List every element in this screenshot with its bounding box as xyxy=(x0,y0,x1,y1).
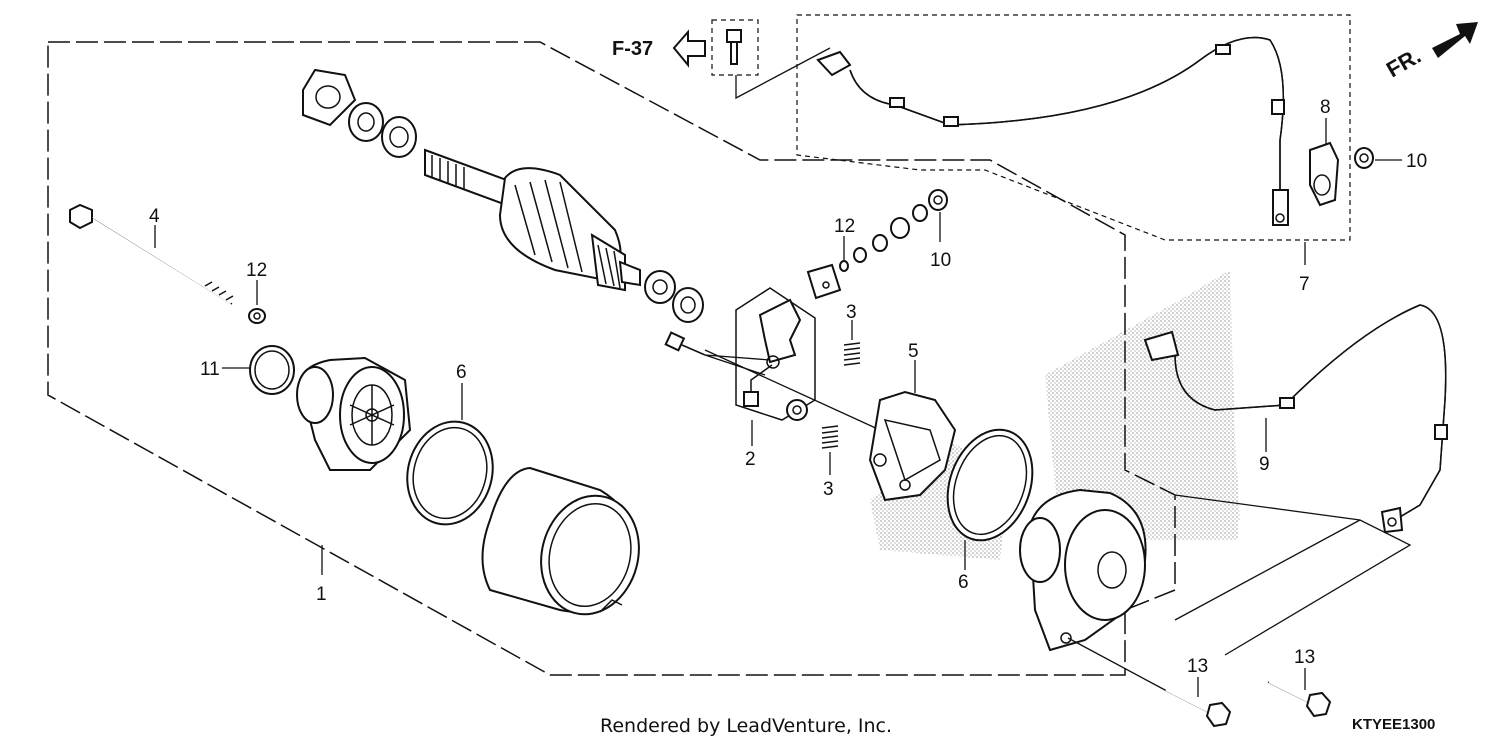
bolt-part-13-left xyxy=(1164,689,1232,728)
callout-9: 9 xyxy=(1259,454,1270,475)
front-cover xyxy=(296,356,412,471)
callout-10-upper: 10 xyxy=(930,250,951,271)
terminal-bolt xyxy=(664,331,771,376)
callout-3-lower: 3 xyxy=(823,479,834,500)
o-ring-part-6-left xyxy=(406,420,494,526)
terminal-plate xyxy=(806,263,842,300)
callout-12-right: 12 xyxy=(834,216,855,237)
washer-terminal xyxy=(786,399,808,421)
callout-6-right: 6 xyxy=(958,572,969,593)
watermark-shadow-3 xyxy=(1100,360,1240,530)
callout-13-left: 13 xyxy=(1187,656,1208,677)
cable-9-outline-dashed xyxy=(1174,494,1412,656)
reference-leader xyxy=(735,47,831,100)
callout-6-left: 6 xyxy=(456,362,467,383)
reference-arrow-icon xyxy=(672,29,706,68)
cable-part-9 xyxy=(1143,304,1448,534)
washer-top-1 xyxy=(348,102,384,142)
washer-part-12-left xyxy=(248,308,266,324)
lock-plate xyxy=(302,68,357,127)
nut-row-3 xyxy=(890,217,910,239)
callout-13-right: 13 xyxy=(1294,647,1315,668)
direction-arrow-icon xyxy=(1432,22,1478,58)
callout-12-left: 12 xyxy=(246,260,267,281)
cable-part-7 xyxy=(816,36,1289,226)
callout-11: 11 xyxy=(200,359,220,380)
brush-holder-part-5 xyxy=(868,390,957,502)
long-bolt-part-4 xyxy=(69,203,234,305)
armature xyxy=(424,148,641,292)
cable-7-outline-dashed xyxy=(796,14,1351,241)
brush-holder-part-2 xyxy=(743,298,802,407)
callout-4: 4 xyxy=(149,206,160,227)
callout-2: 2 xyxy=(745,449,756,470)
starter-yoke xyxy=(481,466,640,616)
bolt-part-13-right xyxy=(1267,681,1332,718)
washer-12-right xyxy=(839,260,849,272)
nut-row-4 xyxy=(912,204,928,222)
washer-top-2 xyxy=(381,116,417,158)
callout-8: 8 xyxy=(1320,97,1331,118)
diagram-code: KTYEE1300 xyxy=(1352,716,1435,733)
callout-7: 7 xyxy=(1299,274,1310,295)
nut-row-2 xyxy=(872,234,888,252)
footer-credit: Rendered by LeadVenture, Inc. xyxy=(600,715,892,737)
spring-part-3-lower xyxy=(821,425,839,449)
o-ring-part-6-right xyxy=(946,428,1034,542)
nut-row-1 xyxy=(853,247,867,263)
callout-5: 5 xyxy=(908,341,919,362)
callout-1: 1 xyxy=(316,584,327,605)
spring-part-3-upper xyxy=(843,342,861,366)
cable-9-guide xyxy=(1174,519,1361,621)
nut-10-upper xyxy=(928,189,948,211)
end-cover xyxy=(1019,488,1147,652)
nut-10-right xyxy=(1354,147,1374,169)
axis-line-terminal xyxy=(704,349,881,431)
callout-3-upper: 3 xyxy=(846,302,857,323)
bolt-13-axis xyxy=(1067,637,1166,691)
callout-10-right: 10 xyxy=(1406,151,1427,172)
reference-label: F-37 xyxy=(612,38,653,60)
reference-bolt xyxy=(726,29,742,65)
washer-armature-2 xyxy=(672,287,704,323)
washer-armature-1 xyxy=(644,270,676,304)
direction-label: FR. xyxy=(1382,43,1425,82)
terminal-cover-part-8 xyxy=(1309,141,1340,207)
o-ring-part-11 xyxy=(249,345,295,395)
reference-bolt-box xyxy=(711,19,759,76)
